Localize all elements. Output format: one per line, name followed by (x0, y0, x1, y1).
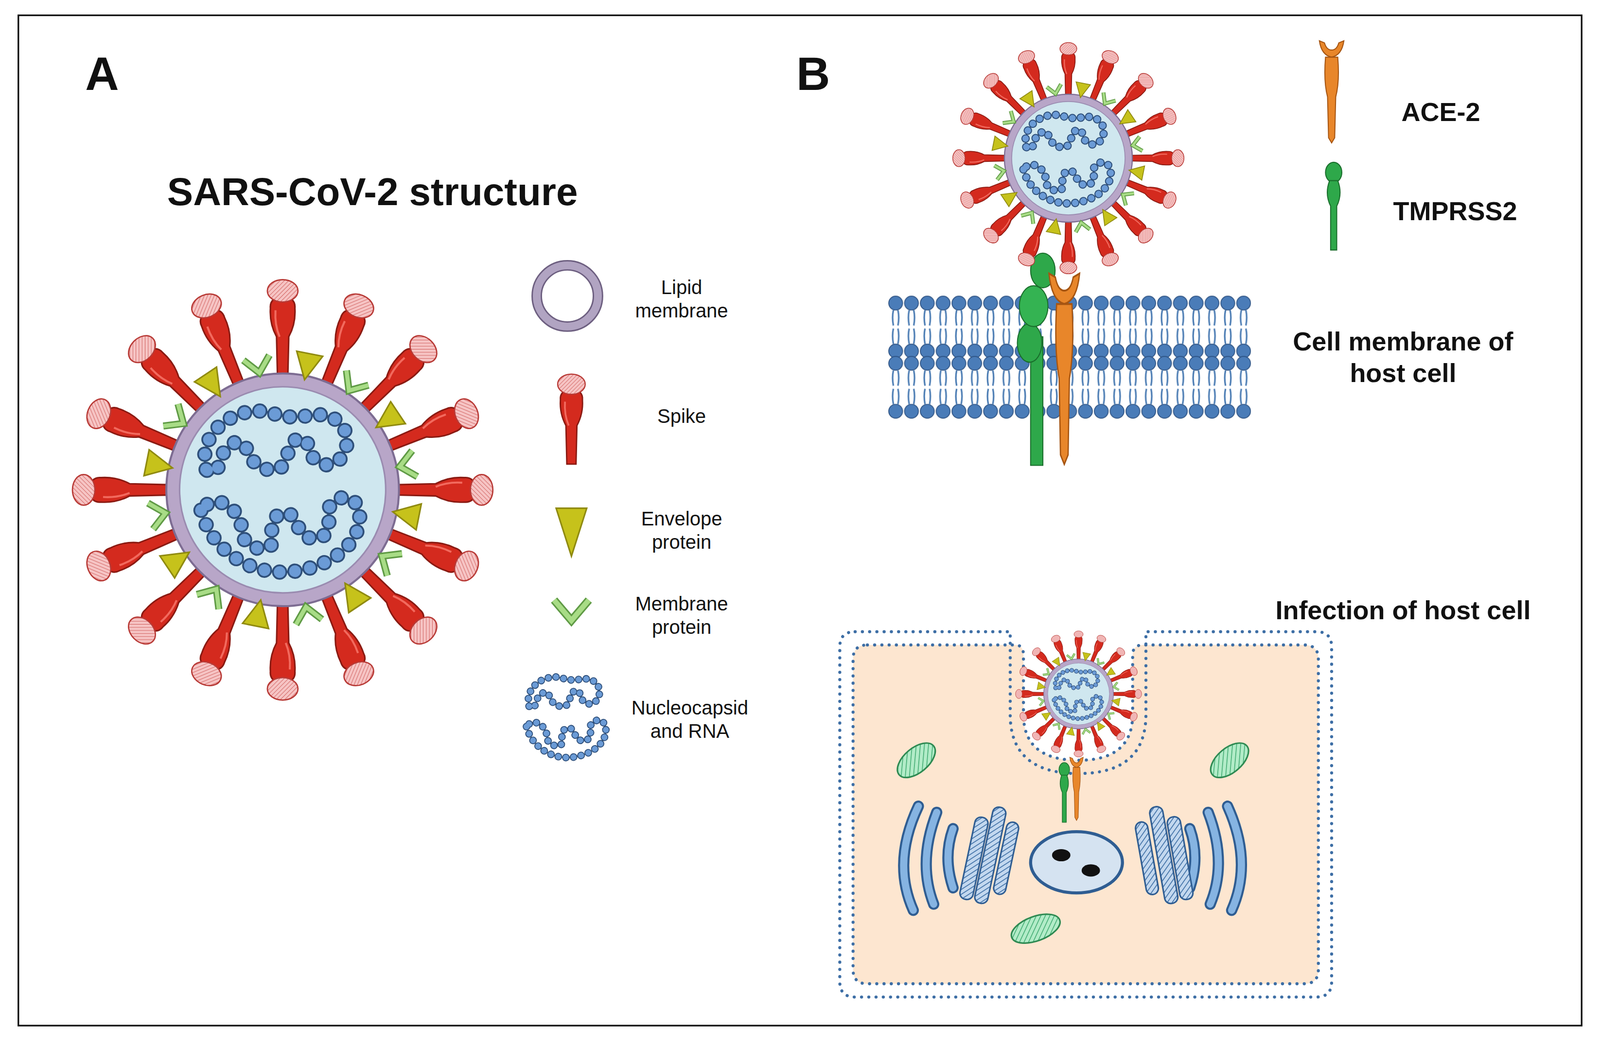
virus-binding (952, 42, 1185, 275)
legend-label: ACE-2 (1401, 96, 1481, 128)
structure-label: Infection of host cell (1275, 594, 1531, 627)
ace2-receptor (1049, 273, 1080, 465)
tmprss2-icon (1325, 162, 1342, 251)
nucleus (1030, 831, 1123, 894)
nucleocapsid-icon (526, 677, 606, 758)
legend-label: TMPRSS2 (1392, 195, 1517, 228)
spike-icon (557, 374, 586, 465)
virus-structure (72, 279, 493, 701)
structure-label: Cell membrane of host cell (1288, 325, 1518, 389)
membrane-protein-icon (554, 600, 589, 621)
virus-entering (1015, 631, 1142, 758)
legend-label: Lipid membrane (623, 275, 740, 323)
figure-frame (18, 15, 1582, 1026)
legend-label: Nucleocapsid and RNA (624, 696, 756, 743)
endoplasmic-reticulum (903, 806, 1242, 911)
legend-label: Envelope protein (623, 507, 740, 554)
panel-heading: SARS-CoV-2 structure (167, 168, 579, 216)
legend-label: Membrane protein (618, 592, 745, 639)
tmprss2-receptor (1017, 253, 1056, 466)
ace2-icon (1319, 40, 1344, 143)
receptors-in-cell (1058, 757, 1084, 823)
panel-letter: A (85, 45, 119, 102)
lipid-membrane-icon (532, 260, 603, 332)
mitochondria (891, 736, 1255, 950)
legend-label: Spike (657, 404, 706, 428)
panel-letter: B (796, 45, 830, 102)
envelope-protein-icon (556, 508, 587, 557)
